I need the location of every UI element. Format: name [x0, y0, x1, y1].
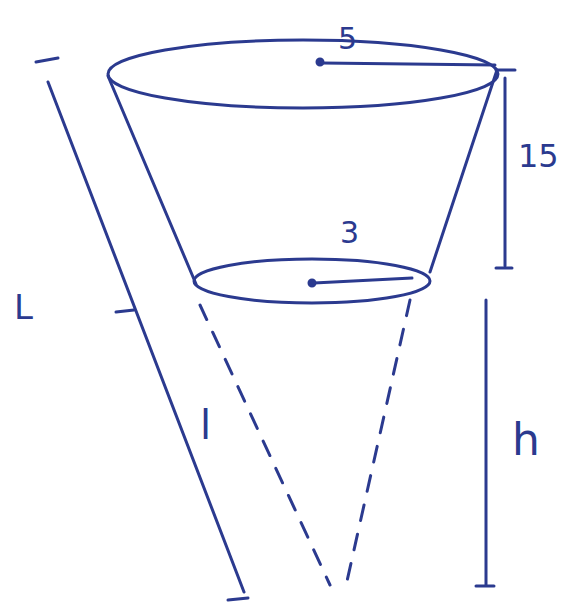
dimension-line: [504, 78, 507, 266]
slant-label: L: [14, 290, 33, 324]
radius-label: 5: [338, 24, 357, 54]
top-ellipse: [108, 40, 498, 108]
slant-label: l: [200, 405, 211, 445]
slant-side: [108, 76, 196, 284]
dimension-tick: [496, 69, 515, 72]
dimension-tick: [116, 310, 134, 312]
height-label: 15: [518, 140, 559, 172]
dimension-tick: [496, 267, 512, 270]
slant-side: [430, 70, 497, 272]
dimension-tick: [476, 585, 494, 588]
dimension-tick: [36, 58, 58, 62]
radius-line: [322, 63, 495, 65]
height-label: h: [512, 418, 540, 462]
dimension-tick: [228, 598, 248, 600]
dashed-extension: [200, 305, 330, 585]
radius-line: [314, 278, 412, 283]
dimension-line: [485, 300, 488, 585]
radius-label: 3: [340, 218, 359, 248]
dashed-extension: [345, 300, 410, 590]
bottom-ellipse: [194, 259, 430, 303]
dimension-line: [48, 82, 244, 592]
